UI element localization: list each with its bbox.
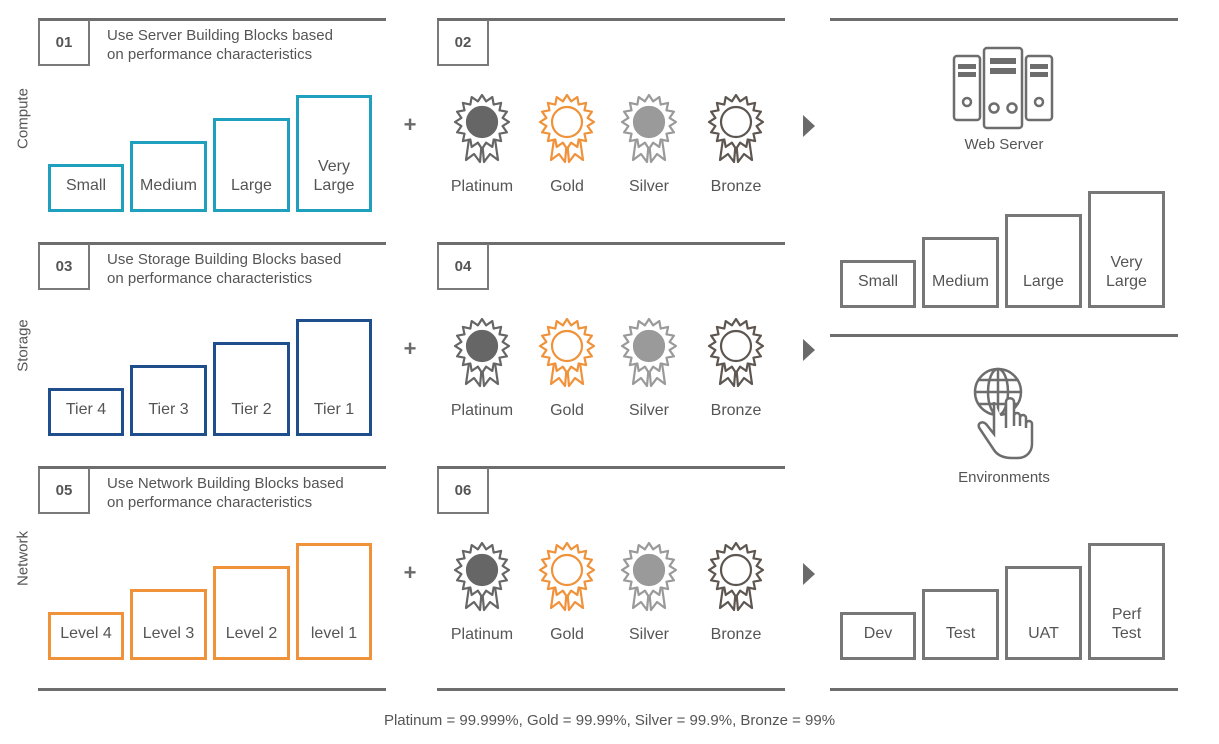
plus-icon: + — [403, 336, 417, 361]
step-number-04: 04 — [437, 244, 489, 290]
medal-label-bronze: Bronze — [710, 626, 762, 643]
medal-label-platinum: Platinum — [450, 178, 514, 195]
medal-label-silver: Silver — [628, 402, 669, 419]
web-server-block-large: Large — [1005, 214, 1082, 308]
step-text-01: Use Server Building Blocks based on perf… — [107, 27, 333, 63]
storage-block-tier-4: Tier 4 — [48, 388, 124, 436]
medal-gold-icon — [537, 540, 597, 612]
rule-bottom-right — [830, 688, 1178, 691]
globe-hand-icon — [966, 366, 1040, 462]
environment-block-perf-test: Perf Test — [1088, 543, 1165, 660]
network-block-level-1: level 1 — [296, 543, 372, 660]
medal-label-silver: Silver — [628, 626, 669, 643]
medal-label-bronze: Bronze — [710, 178, 762, 195]
row-label-compute: Compute — [14, 88, 32, 149]
rule-row2-mid — [437, 242, 785, 245]
row-label-network: Network — [14, 531, 32, 587]
medal-label-silver: Silver — [628, 178, 669, 195]
medal-silver-icon — [619, 92, 679, 164]
step-number-02: 02 — [437, 20, 489, 66]
compute-block-very-large: Very Large — [296, 95, 372, 212]
web-server-block-small: Small — [840, 260, 916, 308]
rule-bottom-left — [38, 688, 386, 691]
arrow-right-icon — [803, 115, 815, 137]
compute-block-large: Large — [213, 118, 290, 212]
server-icon — [950, 46, 1056, 132]
step-text-05: Use Network Building Blocks based on per… — [107, 475, 344, 511]
rule-row2-left — [38, 242, 386, 245]
medal-platinum-icon — [452, 316, 512, 388]
medal-label-platinum: Platinum — [450, 402, 514, 419]
step-number-05: 05 — [38, 468, 90, 514]
rule-top-mid — [437, 18, 785, 21]
network-block-level-4: Level 4 — [48, 612, 124, 660]
step-number-03: 03 — [38, 244, 90, 290]
plus-icon: + — [403, 112, 417, 137]
medal-bronze-icon — [706, 316, 766, 388]
step-number-01: 01 — [38, 20, 90, 66]
network-block-level-3: Level 3 — [130, 589, 207, 660]
plus-icon: + — [403, 560, 417, 585]
storage-block-tier-2: Tier 2 — [213, 342, 290, 436]
compute-block-medium: Medium — [130, 141, 207, 212]
rule-top-left — [38, 18, 386, 21]
medal-label-platinum: Platinum — [450, 626, 514, 643]
network-block-level-2: Level 2 — [213, 566, 290, 660]
environment-block-test: Test — [922, 589, 999, 660]
medal-gold-icon — [537, 92, 597, 164]
medal-label-gold: Gold — [550, 178, 584, 195]
storage-block-tier-1: Tier 1 — [296, 319, 372, 436]
rule-row3-mid — [437, 466, 785, 469]
web-server-caption: Web Server — [964, 136, 1044, 153]
environment-block-dev: Dev — [840, 612, 916, 660]
compute-block-small: Small — [48, 164, 124, 212]
rule-bottom-mid — [437, 688, 785, 691]
medal-silver-icon — [619, 316, 679, 388]
environments-caption: Environments — [958, 469, 1050, 486]
medal-bronze-icon — [706, 92, 766, 164]
medal-label-bronze: Bronze — [710, 402, 762, 419]
medal-gold-icon — [537, 316, 597, 388]
rule-top-right — [830, 18, 1178, 21]
storage-block-tier-3: Tier 3 — [130, 365, 207, 436]
medal-bronze-icon — [706, 540, 766, 612]
arrow-right-icon — [803, 563, 815, 585]
medal-platinum-icon — [452, 540, 512, 612]
environment-block-uat: UAT — [1005, 566, 1082, 660]
row-label-storage: Storage — [14, 319, 32, 372]
rule-row3-left — [38, 466, 386, 469]
medal-label-gold: Gold — [550, 402, 584, 419]
arrow-right-icon — [803, 339, 815, 361]
web-server-block-medium: Medium — [922, 237, 999, 308]
medal-silver-icon — [619, 540, 679, 612]
web-server-block-very-large: Very Large — [1088, 191, 1165, 308]
medal-platinum-icon — [452, 92, 512, 164]
availability-footnote: Platinum = 99.999%, Gold = 99.99%, Silve… — [383, 712, 836, 729]
step-number-06: 06 — [437, 468, 489, 514]
rule-right-divider — [830, 334, 1178, 337]
step-text-03: Use Storage Building Blocks based on per… — [107, 251, 342, 287]
medal-label-gold: Gold — [550, 626, 584, 643]
